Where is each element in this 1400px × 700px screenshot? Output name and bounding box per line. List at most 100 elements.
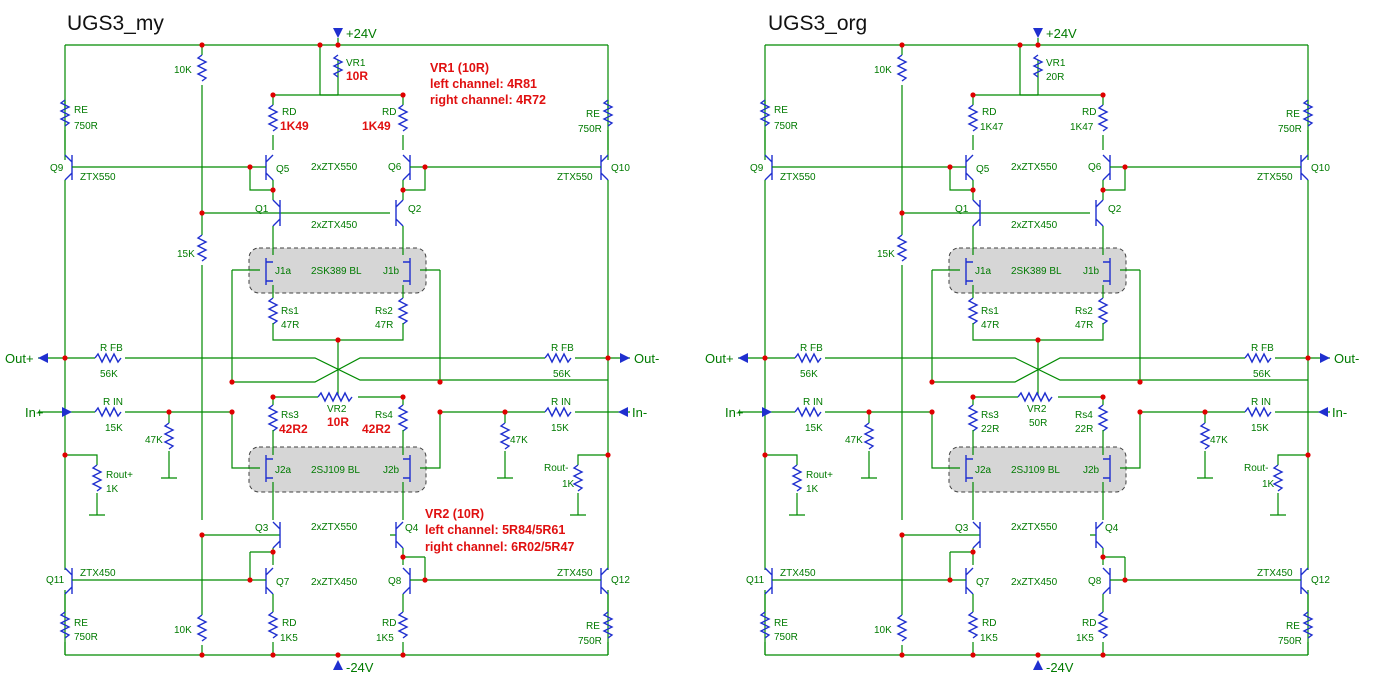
schematic-title-right: UGS3_org <box>768 12 867 35</box>
r47k-right <box>1199 422 1211 450</box>
q10-label: Q10 <box>1311 163 1330 174</box>
schematic-left: +24V -24V VR1 10R VR1 (10R) left channel… <box>5 26 659 675</box>
rs2-value: 47R <box>1075 320 1093 331</box>
rs3-value: 42R2 <box>279 422 308 436</box>
re-label: RE <box>74 105 88 116</box>
q12-label: Q12 <box>1311 575 1330 586</box>
pair-550-bottom: 2xZTX550 <box>311 522 358 533</box>
rfb-label: R FB <box>1251 343 1274 354</box>
q8-transistor <box>1102 567 1111 595</box>
re-top-left <box>759 99 771 127</box>
rfb-label: R FB <box>551 343 574 354</box>
q1-transistor <box>272 199 281 227</box>
q6-transistor <box>402 154 411 181</box>
rd-top-right <box>1097 104 1109 132</box>
q10-type: ZTX550 <box>1257 172 1293 183</box>
re-top-right <box>602 99 614 127</box>
rin-right <box>544 406 572 418</box>
rs2-label: Rs2 <box>1075 306 1093 317</box>
in-plus-arrow <box>762 407 772 417</box>
rd-bottom-right-value: 1K5 <box>376 633 394 644</box>
rout-minus-resistor <box>1272 464 1284 492</box>
j2a-label: J2a <box>975 465 992 476</box>
q2-transistor <box>1095 199 1104 227</box>
rout-plus-label: Rout+ <box>806 470 833 481</box>
q10-transistor <box>600 154 609 181</box>
r47k-left <box>163 422 175 450</box>
r10k-top <box>196 54 208 82</box>
rd-top-left <box>267 104 279 132</box>
out-minus-label: Out- <box>1334 351 1359 366</box>
jfet-n-label: 2SK389 BL <box>1011 266 1062 277</box>
rd-bottom-left-value: 1K5 <box>280 633 298 644</box>
j2b-label: J2b <box>383 465 400 476</box>
rout-minus-value: 1K <box>1262 479 1275 490</box>
re-value: 750R <box>74 632 98 643</box>
q2-label: Q2 <box>408 204 422 215</box>
j1b-label: J1b <box>383 266 400 277</box>
rs4-resistor <box>1097 404 1109 432</box>
rfb-label: R FB <box>800 343 823 354</box>
rout-plus-resistor <box>791 464 803 492</box>
q7-transistor <box>965 567 974 595</box>
re-value: 750R <box>774 632 798 643</box>
rs4-label: Rs4 <box>375 410 393 421</box>
rs4-label: Rs4 <box>1075 410 1093 421</box>
r10k-label: 10K <box>174 65 192 76</box>
rs1-value: 47R <box>281 320 299 331</box>
rin-value: 15K <box>805 423 823 434</box>
negative-rail <box>64 590 609 656</box>
rout-minus-resistor <box>572 464 584 492</box>
rs2-resistor <box>397 297 409 325</box>
vr2-note-left: left channel: 5R84/5R61 <box>425 523 565 537</box>
vr2-label: VR2 <box>1027 404 1047 415</box>
re-label: RE <box>1286 109 1300 120</box>
rout-minus-label: Rout- <box>544 463 568 474</box>
rd-bottom-right-value: 1K5 <box>1076 633 1094 644</box>
re-bottom-left <box>59 611 71 639</box>
vpos-arrow <box>333 28 343 38</box>
q9-transistor <box>764 154 773 181</box>
rs3-resistor <box>967 404 979 432</box>
rin-left <box>794 406 822 418</box>
vr1-note-title: VR1 (10R) <box>430 61 489 75</box>
rout-minus-label: Rout- <box>1244 463 1268 474</box>
r47k-label: 47K <box>1210 435 1228 446</box>
junction-dots <box>762 42 1311 658</box>
rs3-resistor <box>267 404 279 432</box>
rin-label: R IN <box>1251 397 1271 408</box>
rs1-resistor <box>267 297 279 325</box>
q2-transistor <box>395 199 404 227</box>
in-plus-arrow <box>62 407 72 417</box>
rs4-value: 42R2 <box>362 422 391 436</box>
j1a-label: J1a <box>275 266 292 277</box>
vneg-label-left: -24V <box>346 660 374 675</box>
vr2-value: 10R <box>327 415 349 429</box>
pair-450-bottom: 2xZTX450 <box>1011 577 1058 588</box>
in-minus-label: In- <box>1332 405 1347 420</box>
re-value: 750R <box>578 124 602 135</box>
r10k-label: 10K <box>874 625 892 636</box>
q12-transistor <box>1300 567 1309 595</box>
r15k <box>196 234 208 262</box>
rs2-label: Rs2 <box>375 306 393 317</box>
rout-plus-value: 1K <box>806 484 819 495</box>
vr1-label: VR1 <box>1046 58 1066 69</box>
in-plus-label: In+ <box>25 405 43 420</box>
vr2-note-title: VR2 (10R) <box>425 507 484 521</box>
rs3-value: 22R <box>981 424 999 435</box>
re-bottom-right <box>1302 611 1314 639</box>
j2a-label: J2a <box>275 465 292 476</box>
re-value: 750R <box>1278 124 1302 135</box>
q4-transistor <box>395 521 404 549</box>
rd-bottom-left-value: 1K5 <box>980 633 998 644</box>
out-plus-label: Out+ <box>5 351 34 366</box>
vneg-label-right: -24V <box>1046 660 1074 675</box>
rout-plus-value: 1K <box>106 484 119 495</box>
rin-label: R IN <box>551 397 571 408</box>
re-label: RE <box>586 109 600 120</box>
rd-top-right <box>397 104 409 132</box>
rd-top-left-value: 1K47 <box>980 122 1004 133</box>
vr2-note-right: right channel: 6R02/5R47 <box>425 540 574 554</box>
